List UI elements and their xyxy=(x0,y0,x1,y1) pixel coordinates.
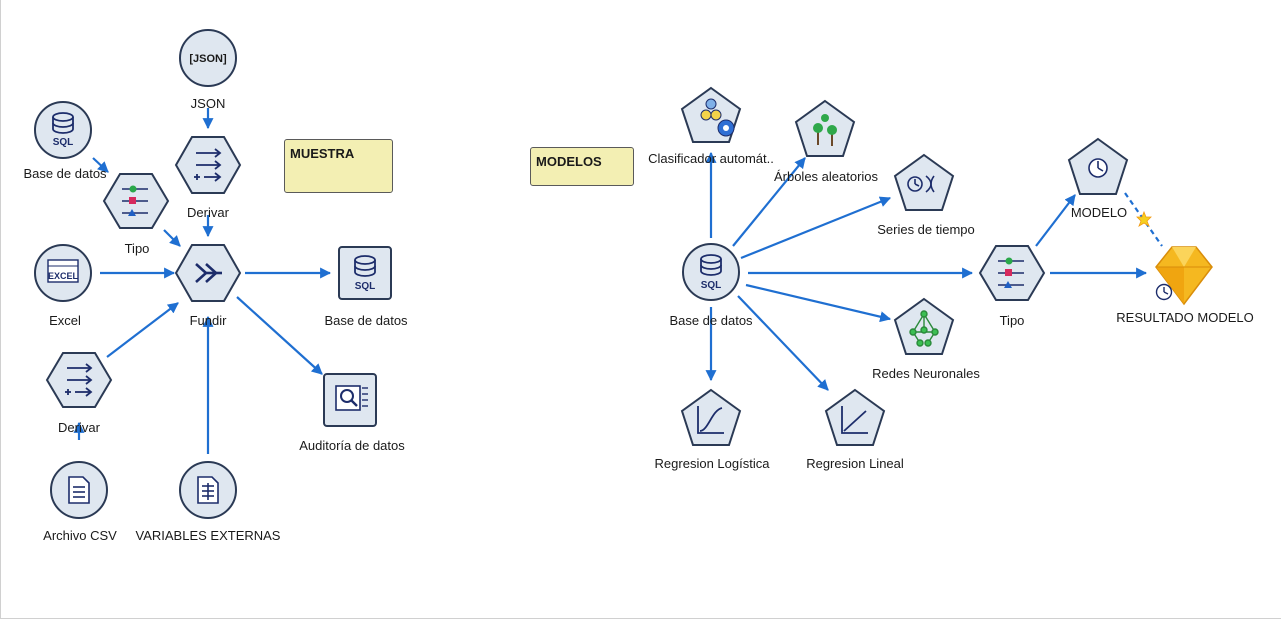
link-derivar-fundir-2 xyxy=(106,302,179,358)
series-label: Series de tiempo xyxy=(877,222,975,237)
database-icon xyxy=(52,112,74,134)
sql-source-node[interactable]: SQL xyxy=(34,101,92,159)
tipo-left-label: Tipo xyxy=(124,241,150,256)
redes-node[interactable] xyxy=(893,297,955,355)
json-label: JSON xyxy=(190,96,226,111)
time-series-icon xyxy=(907,175,935,193)
derive-icon xyxy=(65,363,93,397)
linear-regression-icon xyxy=(841,406,868,434)
auto-classifier-icon xyxy=(700,98,735,137)
fundir-label: Fundir xyxy=(189,313,227,328)
type-icon xyxy=(998,257,1024,288)
derivar-bottom-label: Derivar xyxy=(58,420,100,435)
svg-text:SQL: SQL xyxy=(701,280,722,291)
series-node[interactable] xyxy=(893,153,955,211)
csv-label: Archivo CSV xyxy=(43,528,117,543)
link-tipo-fundir xyxy=(163,229,181,247)
resultado-modelo-node[interactable] xyxy=(1155,246,1213,306)
link-modelo-resultado xyxy=(1124,192,1163,247)
excel-source-node[interactable]: EXCEL xyxy=(34,244,92,302)
excel-label: Excel xyxy=(49,313,81,328)
variables-externas-label: VARIABLES EXTERNAS xyxy=(135,528,281,543)
reg-logistica-label: Regresion Logística xyxy=(654,456,770,471)
sql-right-node[interactable]: SQL xyxy=(682,243,740,301)
link-sql-redes xyxy=(745,283,892,323)
database-icon xyxy=(700,254,722,276)
svg-text:EXCEL: EXCEL xyxy=(48,271,79,281)
note-muestra[interactable]: MUESTRA xyxy=(284,139,393,193)
json-icon: [JSON] xyxy=(189,53,227,65)
modelo-node[interactable] xyxy=(1067,137,1129,195)
redes-label: Redes Neuronales xyxy=(872,366,980,381)
clasificador-node[interactable] xyxy=(680,86,742,143)
sparkle-icon xyxy=(1136,210,1152,227)
link-sql-reglineal xyxy=(737,295,829,391)
sql-output-node[interactable]: SQL xyxy=(338,246,392,300)
merge-icon xyxy=(195,263,222,283)
reg-lineal-node[interactable] xyxy=(824,388,886,446)
derive-icon xyxy=(194,148,222,182)
derivar-top-label: Derivar xyxy=(187,205,229,220)
clock-icon xyxy=(1155,283,1173,301)
note-modelos[interactable]: MODELOS xyxy=(530,147,634,186)
link-sql-tipo xyxy=(92,157,109,173)
sql-source-label: Base de datos xyxy=(23,166,107,181)
csv-source-node[interactable] xyxy=(50,461,108,519)
sql-right-label: Base de datos xyxy=(669,313,753,328)
modelo-label: MODELO xyxy=(1070,205,1128,220)
link-sql-series xyxy=(740,196,892,260)
link-sql-arboles xyxy=(732,157,806,247)
tipo-right-label: Tipo xyxy=(999,313,1025,328)
left-connectors xyxy=(73,108,332,454)
audit-icon xyxy=(335,385,368,411)
link-tipo-modelo xyxy=(1035,194,1076,247)
table-icon xyxy=(197,476,219,504)
svg-text:SQL: SQL xyxy=(355,281,376,292)
resultado-label: RESULTADO MODELO xyxy=(1116,310,1254,325)
right-connectors xyxy=(705,151,1163,391)
reg-lineal-label: Regresion Lineal xyxy=(806,456,904,471)
file-icon xyxy=(68,476,90,504)
neural-net-icon xyxy=(909,310,939,347)
logistic-curve-icon xyxy=(697,406,724,434)
auditoria-label: Auditoría de datos xyxy=(299,438,405,453)
tree-icon xyxy=(813,114,837,146)
derivar-bottom-node[interactable] xyxy=(45,352,113,408)
arboles-label: Árboles aleatorios xyxy=(773,169,879,184)
tipo-right-node[interactable] xyxy=(978,245,1046,301)
svg-text:SQL: SQL xyxy=(53,137,74,148)
fundir-node[interactable] xyxy=(174,244,242,302)
excel-icon: EXCEL xyxy=(47,259,79,283)
tipo-left-node[interactable] xyxy=(102,173,170,229)
sql-output-label: Base de datos xyxy=(324,313,408,328)
type-icon xyxy=(122,185,148,216)
auditoria-node[interactable] xyxy=(323,373,377,427)
arboles-node[interactable] xyxy=(794,99,856,157)
link-fundir-auditoria xyxy=(236,296,323,375)
clasificador-label: Clasificador automát.. xyxy=(648,151,774,166)
json-source-node[interactable]: [JSON] xyxy=(179,29,237,87)
reg-logistica-node[interactable] xyxy=(680,388,742,446)
database-icon xyxy=(354,255,376,277)
clock-icon xyxy=(1088,158,1108,178)
derivar-top-node[interactable] xyxy=(174,136,242,194)
variables-externas-node[interactable] xyxy=(179,461,237,519)
